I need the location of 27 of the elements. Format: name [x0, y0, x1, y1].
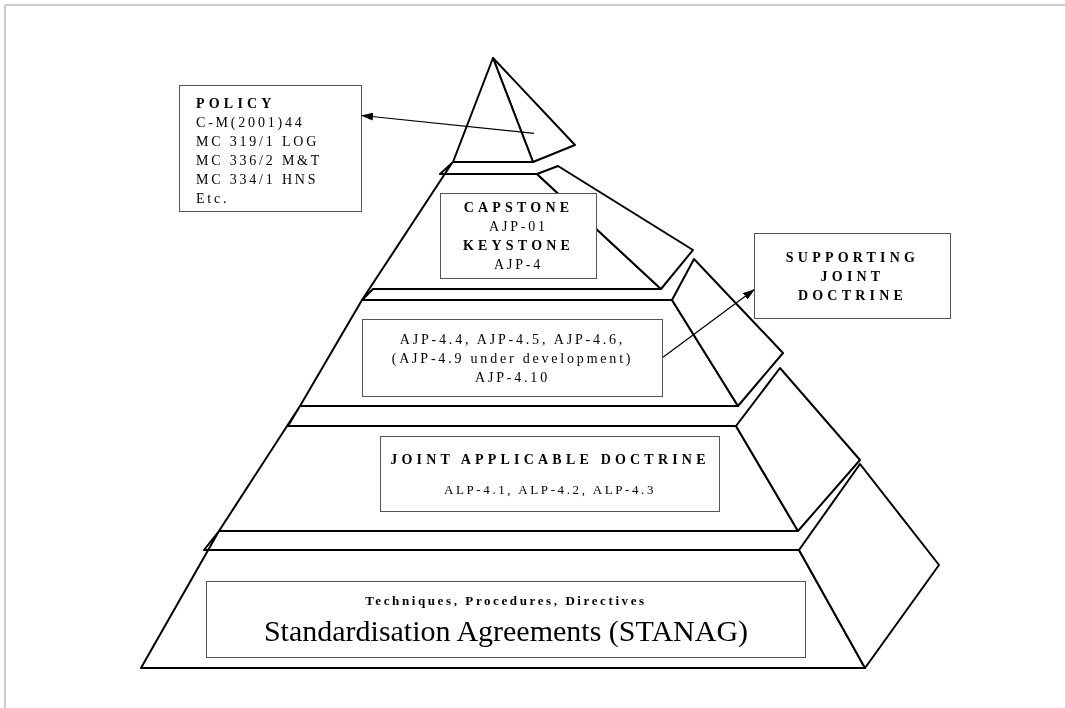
document-code: AJP-01 [489, 218, 548, 236]
pyramid-apex [452, 57, 534, 163]
tier-heading: KEYSTONE [462, 237, 575, 255]
list-item: Etc. [196, 190, 230, 208]
tier-subheading: Techniques, Procedures, Directives [365, 591, 647, 610]
arrow [361, 112, 535, 134]
document-code: AJP-4.4, AJP-4.5, AJP-4.6, [399, 330, 626, 349]
list-item: C-M(2001)44 [196, 114, 305, 132]
tier-heading: JOINT APPLICABLE DOCTRINE [390, 451, 710, 469]
text-box [206, 581, 806, 658]
box-heading: POLICY [196, 95, 276, 113]
text-box [362, 319, 663, 397]
list-item: MC 334/1 HNS [196, 171, 319, 189]
box-heading: SUPPORTING JOINT DOCTRINE [785, 248, 920, 305]
document-code: ALP-4.1, ALP-4.2, ALP-4.3 [444, 480, 656, 499]
text-box [754, 233, 951, 319]
tier-heading: CAPSTONE [463, 199, 574, 217]
list-item: MC 336/2 M&T [196, 152, 323, 170]
tier-heading: Standardisation Agreements (STANAG) [263, 614, 749, 649]
text-box [380, 436, 720, 512]
arrow [662, 289, 755, 358]
document-code: AJP-4 [494, 256, 543, 274]
text-box [179, 85, 362, 212]
text-box [440, 193, 597, 279]
document-code: (AJP-4.9 under development) [391, 349, 634, 368]
list-item: MC 319/1 LOG [196, 133, 320, 151]
document-code: AJP-4.10 [475, 368, 550, 387]
